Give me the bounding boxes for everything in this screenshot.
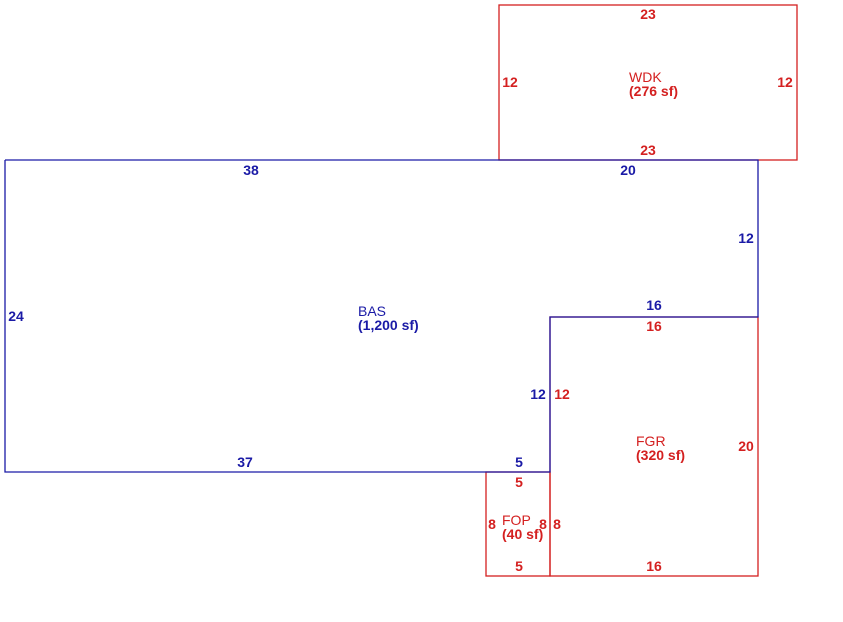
wdk-dim-bottom: 23 (640, 142, 656, 158)
fop-dim-top: 5 (515, 474, 523, 490)
bas-area-code: BAS (358, 303, 386, 319)
fop-area-code: FOP (502, 512, 531, 528)
fgr-area-code: FGR (636, 433, 666, 449)
bas-dim-bottom: 37 (237, 454, 253, 470)
wdk-area-code: WDK (629, 69, 662, 85)
bas-area-size: (1,200 sf) (358, 317, 419, 333)
wdk-dim-left: 12 (502, 74, 518, 90)
bas-dim-top-left: 38 (243, 162, 259, 178)
fgr-dim-left: 12 (554, 386, 570, 402)
fop-dim-right-a: 8 (539, 516, 547, 532)
fgr-dim-right: 20 (738, 438, 754, 454)
bas-dim-right-upper: 12 (738, 230, 754, 246)
wdk-area-size: (276 sf) (629, 83, 678, 99)
bas-dim-notch-top: 16 (646, 297, 662, 313)
fop-area-size: (40 sf) (502, 526, 543, 542)
bas-dim-left: 24 (8, 308, 24, 324)
bas-dim-bottom-short: 5 (515, 454, 523, 470)
bas-dim-top-right: 20 (620, 162, 636, 178)
fop-dim-right-b: 8 (553, 516, 561, 532)
fgr-dim-top: 16 (646, 318, 662, 334)
bas-dim-notch-side: 12 (530, 386, 546, 402)
fop-dim-left: 8 (488, 516, 496, 532)
bas-outline (4, 159, 759, 473)
wdk-dim-top: 23 (640, 6, 656, 22)
wdk-dim-right: 12 (777, 74, 793, 90)
fgr-dim-bottom: 16 (646, 558, 662, 574)
fop-dim-bottom: 5 (515, 558, 523, 574)
fgr-area-size: (320 sf) (636, 447, 685, 463)
